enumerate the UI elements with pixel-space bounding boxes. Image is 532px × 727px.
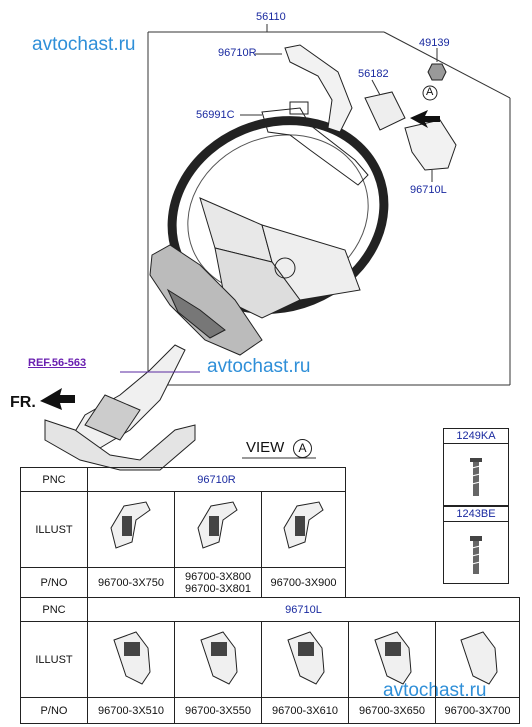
watermark: avtochast.ru (32, 34, 136, 55)
switch-illustration (459, 631, 498, 685)
switch-illustration (374, 631, 412, 685)
view-title: VIEW (246, 439, 285, 456)
watermark: avtochast.ru (207, 356, 311, 377)
parts-table-left: PNC 96710L ILLUST P/NO 96700-3X510 96700… (20, 597, 520, 724)
switch-illustration (113, 631, 151, 685)
callout-paddle-left: 96710L (410, 184, 447, 196)
pno-header: P/NO (20, 697, 88, 724)
illust-header: ILLUST (20, 621, 88, 698)
switch-illustration (200, 631, 238, 685)
screw-code: 1243BE (444, 507, 508, 522)
callout-bracket: 56182 (358, 68, 389, 80)
callout-harness: 56991C (196, 109, 235, 121)
part-number: 96700-3X700 (435, 697, 520, 724)
parts-table-right: PNC 96710R ILLUST P/NO 96700-3X750 96700… (20, 467, 346, 598)
callout-paddle-right: 96710R (218, 47, 257, 59)
illust-cell (87, 491, 175, 568)
screw-code: 1249KA (444, 429, 508, 444)
illust-cell (261, 621, 349, 698)
pnc-value: 96710R (87, 467, 346, 492)
view-letter: A (293, 439, 312, 458)
pnc-header: PNC (20, 467, 88, 492)
part-number: 96700-3X550 (174, 697, 262, 724)
part-number: 96700-3X900 (270, 576, 337, 589)
callout-assembly: 56110 (256, 11, 286, 23)
pno-header: P/NO (20, 567, 88, 598)
illust-cell (435, 621, 520, 698)
front-label: FR. (10, 394, 36, 411)
part-number: 96700-3X750 (97, 576, 165, 589)
screw-box: 1243BE (443, 506, 509, 584)
illust-cell (261, 491, 346, 568)
screw-icon (470, 536, 482, 574)
illust-cell (174, 491, 262, 568)
screw-box: 1249KA (443, 428, 509, 506)
switch-illustration (197, 501, 238, 549)
part-number: 96700-3X650 (348, 697, 436, 724)
pnc-value: 96710L (87, 597, 520, 622)
callout-nut: 49139 (419, 37, 450, 49)
callout-view-marker: A (426, 86, 434, 98)
switch-illustration (287, 631, 325, 685)
screw-icon (470, 458, 482, 496)
part-number: 96700-3X801 (184, 582, 252, 595)
illust-cell (87, 621, 175, 698)
part-number: 96700-3X510 (87, 697, 175, 724)
pnc-header: PNC (20, 597, 88, 622)
callout-ref: REF.56-563 (28, 357, 87, 369)
illust-header: ILLUST (20, 491, 88, 568)
illust-cell (174, 621, 262, 698)
switch-illustration (110, 501, 151, 549)
switch-illustration (282, 501, 324, 549)
part-number: 96700-3X800 (184, 570, 252, 583)
illust-cell (348, 621, 436, 698)
part-number: 96700-3X610 (261, 697, 349, 724)
